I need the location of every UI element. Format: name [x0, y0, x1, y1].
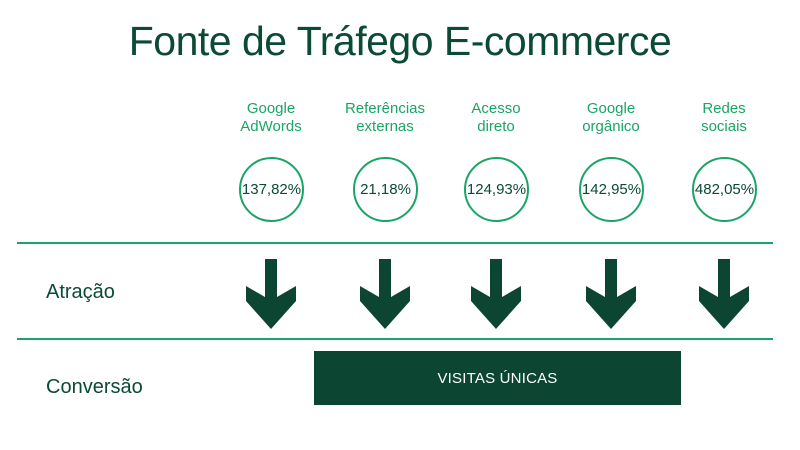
source-google-adwords: Google AdWords 137,82% [216, 100, 326, 222]
source-direct-access: Acesso direto 124,93% [441, 100, 551, 222]
divider-top [17, 242, 773, 244]
unique-visits-box: VISITAS ÚNICAS [314, 351, 681, 405]
divider-bottom [17, 338, 773, 340]
source-external-referrals: Referências externas 21,18% [330, 100, 440, 222]
source-label: Google AdWords [240, 100, 302, 135]
source-label: Redes sociais [701, 100, 747, 135]
row-label-attraction: Atração [46, 281, 115, 303]
row-label-conversion: Conversão [46, 376, 143, 398]
page-title: Fonte de Tráfego E-commerce [128, 18, 672, 64]
down-arrow-icon [471, 259, 521, 329]
percentage-circle: 482,05% [692, 157, 757, 222]
percentage-circle: 21,18% [353, 157, 418, 222]
percentage-circle: 142,95% [579, 157, 644, 222]
percentage-circle: 137,82% [239, 157, 304, 222]
down-arrow-icon [586, 259, 636, 329]
source-google-organic: Google orgânico 142,95% [556, 100, 666, 222]
source-social-networks: Redes sociais 482,05% [669, 100, 779, 222]
source-label: Acesso direto [471, 100, 521, 135]
source-label: Google orgânico [582, 100, 640, 135]
down-arrow-icon [360, 259, 410, 329]
percentage-circle: 124,93% [464, 157, 529, 222]
down-arrow-icon [246, 259, 296, 329]
source-label: Referências externas [344, 100, 426, 135]
down-arrow-icon [699, 259, 749, 329]
